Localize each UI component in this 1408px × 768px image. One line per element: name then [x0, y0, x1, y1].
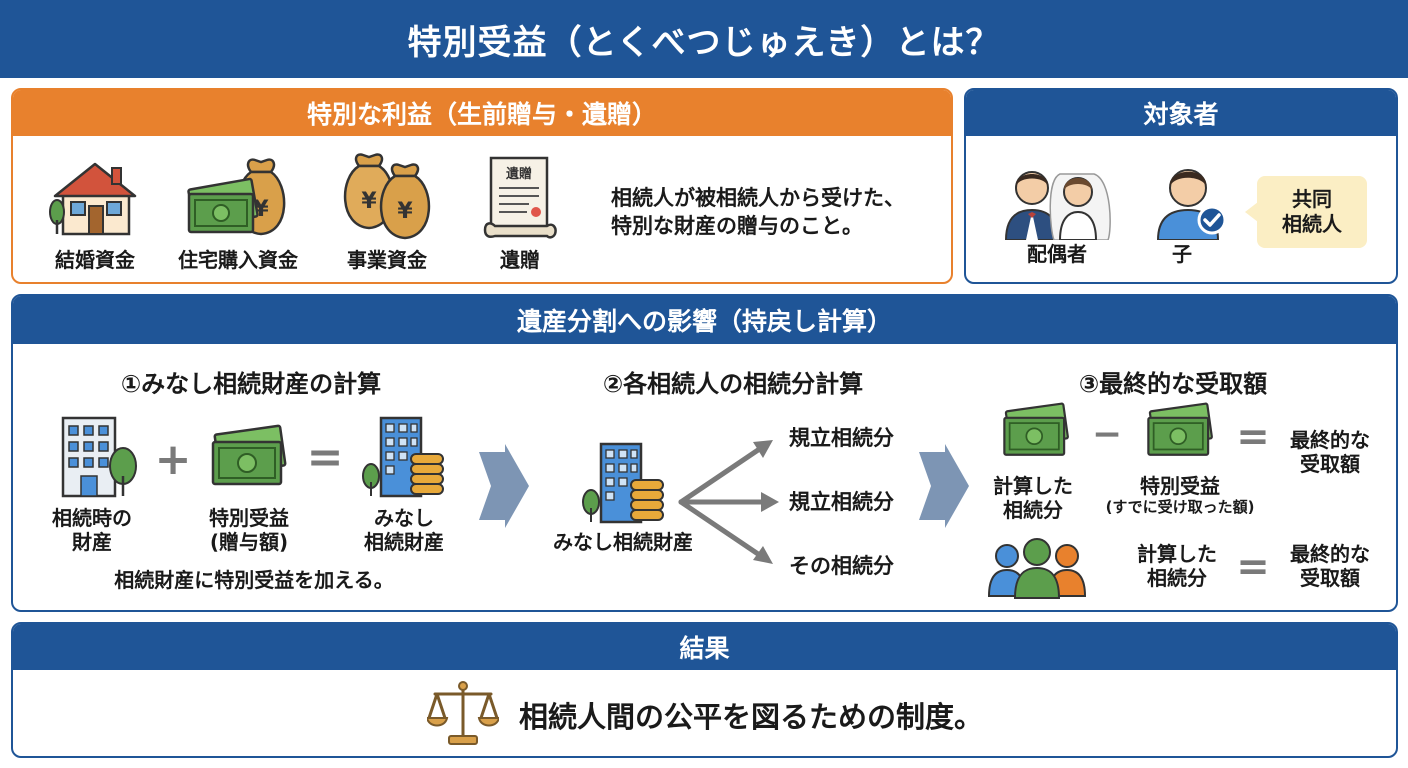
special-benefit-panel: 特別な利益（生前贈与・遺贈） 結婚資金 ¥ 住宅購入資金 ¥ ¥ 事業資金 遺贈	[11, 88, 953, 284]
bubble-tail	[1245, 202, 1258, 222]
equals-sign: =	[1236, 544, 1270, 590]
child-label: 子	[1172, 242, 1192, 266]
yen-bags-icon: ¥ ¥	[343, 153, 431, 240]
building-icon	[61, 416, 137, 498]
benefit-item-label: 遺贈	[500, 248, 540, 272]
branch-arrows-icon	[678, 440, 779, 564]
yen-symbol: ¥	[397, 199, 413, 224]
benefit-item-label: 住宅購入資金	[178, 248, 298, 272]
spouse-label: 配偶者	[1027, 242, 1087, 266]
calculated-share-line: 計算した	[993, 474, 1073, 498]
benefit-description: 相続人が被相続人から受けた、 特別な財産の贈与のこと。	[611, 184, 905, 241]
flow-arrow-icon	[479, 444, 529, 528]
benefit-item-label: 事業資金	[347, 248, 427, 272]
deemed-estate-line: みなし	[374, 506, 434, 530]
building-coins-icon	[582, 442, 664, 524]
minus-sign: −	[1091, 414, 1123, 455]
step2-title: ②各相続人の相続分計算	[602, 370, 864, 398]
estate-at-inheritance-line: 相続時の	[52, 506, 132, 530]
equals-sign: =	[306, 432, 344, 483]
estate-at-inheritance-line: 財産	[72, 530, 112, 555]
co-heir-bubble: 共同 相続人	[1257, 176, 1367, 248]
result-heading: 結果	[13, 624, 1396, 670]
people-group-icon	[987, 538, 1087, 599]
final-amount-label: 最終的な 受取額	[1275, 542, 1385, 591]
money-bag-icon: ¥	[187, 158, 286, 236]
step1-title: ①みなし相続財産の計算	[120, 370, 382, 398]
step3-title: ③最終的な受取額	[1078, 370, 1268, 398]
benefit-description-line: 相続人が被相続人から受けた、	[611, 186, 905, 210]
co-heir-bubble-line: 共同	[1292, 187, 1332, 211]
plus-sign: +	[154, 434, 192, 485]
will-document-icon: 遺贈	[483, 156, 557, 239]
share-label: 規立相続分	[789, 490, 894, 514]
special-benefit-gift-label: 特別受益 (贈与額)	[189, 506, 309, 555]
final-amount-line: 受取額	[1300, 566, 1360, 591]
step1-note: 相続財産に特別受益を加える。	[114, 568, 394, 592]
final-amount-line: 最終的な	[1290, 542, 1370, 566]
building-coins-icon	[362, 416, 444, 498]
impact-panel: 遺産分割への影響（持戻し計算） ①みなし相続財産の計算 相続時の 財産 + 特別…	[11, 294, 1398, 612]
impact-heading: 遺産分割への影響（持戻し計算）	[13, 296, 1396, 344]
calculated-share-line: 相続分	[1003, 498, 1063, 523]
house-icon	[49, 162, 137, 236]
spouse-couple-icon	[1004, 171, 1111, 240]
special-benefit-received-line: 特別受益	[1140, 474, 1220, 498]
target-heading: 対象者	[966, 90, 1396, 136]
final-amount-label: 最終的な 受取額	[1275, 428, 1385, 477]
co-heir-bubble-line: 相続人	[1282, 212, 1342, 236]
child-icon	[1156, 169, 1227, 240]
special-benefit-heading: 特別な利益（生前贈与・遺贈）	[13, 90, 951, 136]
calculated-share-line: 相続分	[1147, 566, 1207, 591]
special-benefit-received-line: (すでに受け取った額)	[1105, 498, 1255, 517]
money-icon	[1003, 402, 1069, 456]
deemed-estate-line: 相続財産	[364, 530, 444, 555]
share-label: 規立相続分	[789, 426, 894, 450]
deemed-estate-label: みなし 相続財産	[349, 506, 459, 555]
yen-symbol: ¥	[361, 189, 377, 214]
scales-icon	[427, 681, 499, 745]
final-amount-line: 最終的な	[1290, 428, 1370, 452]
money-icon	[211, 424, 287, 486]
calculated-share-line: 計算した	[1137, 542, 1217, 566]
deemed-estate-source-label: みなし相続財産	[553, 530, 693, 554]
share-label: その相続分	[789, 554, 894, 578]
result-panel: 結果 相続人間の公平を図るための制度。	[11, 622, 1398, 758]
special-benefit-gift-line: (贈与額)	[209, 530, 289, 555]
flow-arrow-icon	[919, 444, 969, 528]
calculated-share-label: 計算した 相続分	[1125, 542, 1229, 591]
calculated-share-label: 計算した 相続分	[981, 474, 1085, 523]
result-text: 相続人間の公平を図るための制度。	[519, 700, 984, 734]
money-icon	[1147, 402, 1213, 456]
special-benefit-received-label: 特別受益 (すでに受け取った額)	[1085, 474, 1275, 517]
target-panel: 対象者 配偶者 子 共同 相続人	[964, 88, 1398, 284]
will-doc-text: 遺贈	[505, 166, 532, 182]
page-title: 特別受益（とくべつじゅえき）とは？	[0, 0, 1408, 78]
special-benefit-gift-line: 特別受益	[209, 506, 289, 530]
final-amount-line: 受取額	[1300, 452, 1360, 477]
benefit-item-label: 結婚資金	[55, 248, 135, 272]
equals-sign: =	[1236, 414, 1270, 460]
benefit-description-line: 特別な財産の贈与のこと。	[611, 214, 863, 239]
estate-at-inheritance-label: 相続時の 財産	[37, 506, 147, 555]
